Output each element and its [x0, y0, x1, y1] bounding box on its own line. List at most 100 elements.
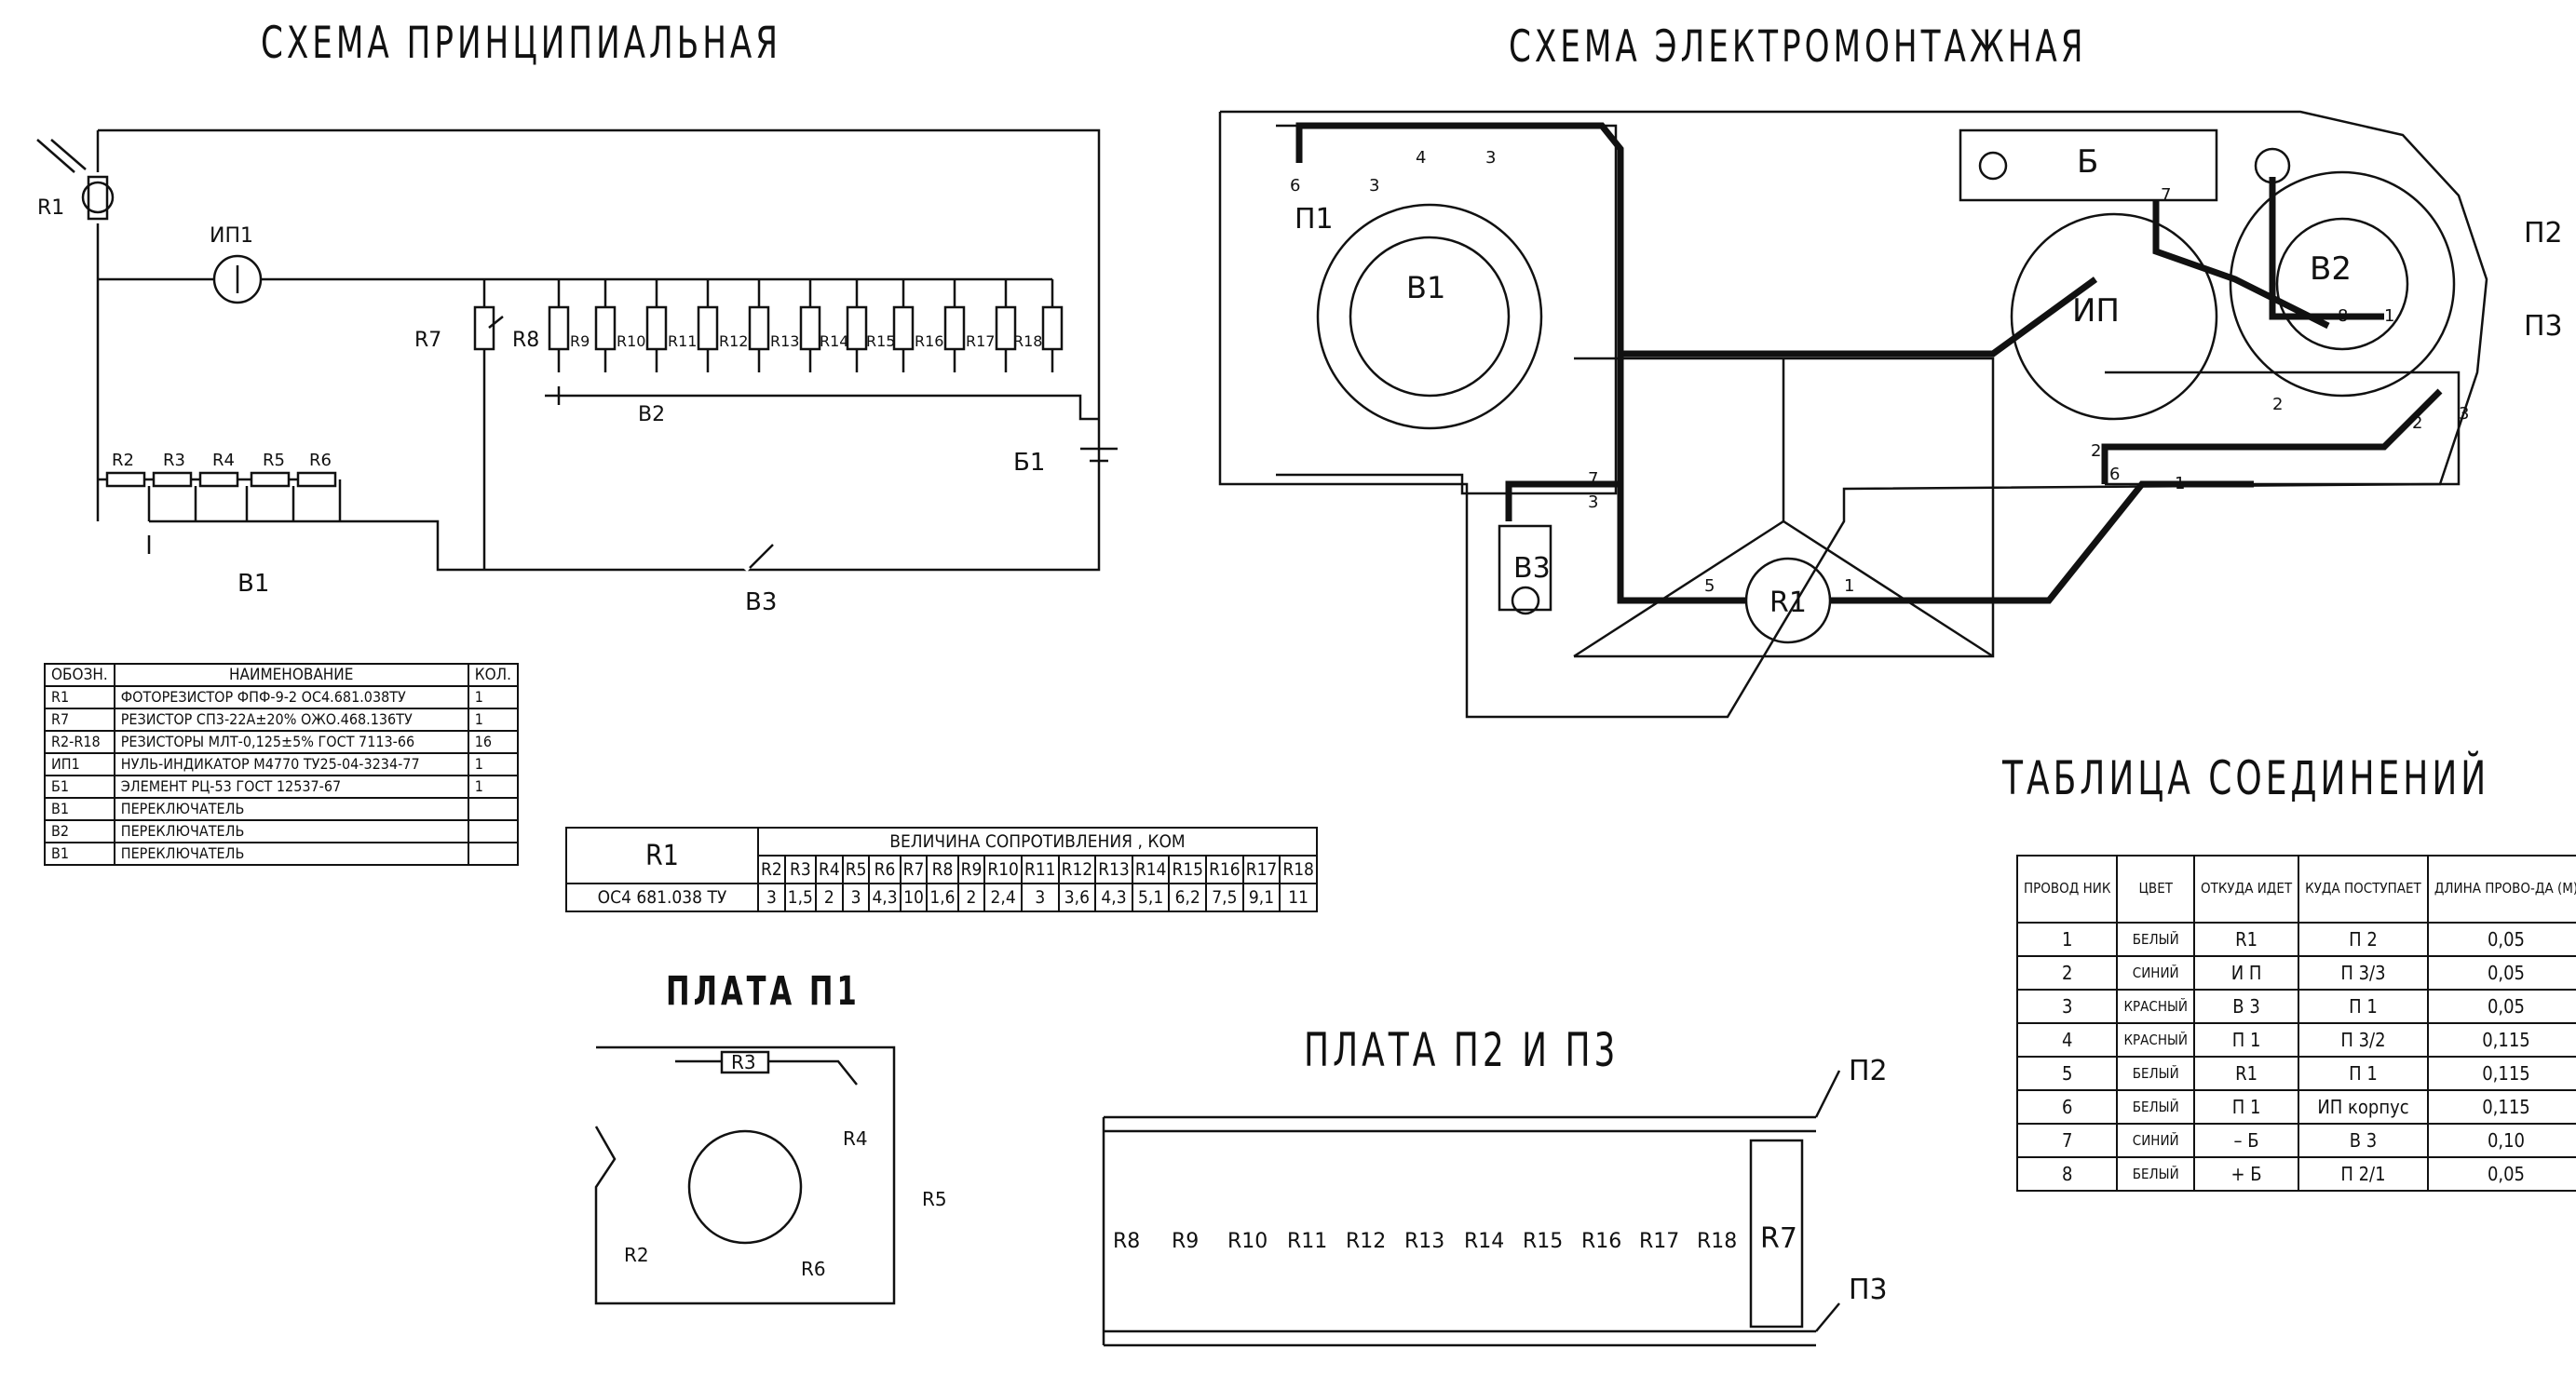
wire-number: 3 — [1369, 176, 1379, 196]
top-resistor-chain — [548, 279, 1064, 372]
board-label-r13: R13 — [1404, 1230, 1444, 1253]
wiring-label-b1: В1 — [1406, 270, 1445, 305]
board-p1-label-r6: R6 — [801, 1258, 826, 1280]
wire-number: 1 — [2384, 306, 2394, 326]
photoresistor-r1-symbol — [87, 175, 109, 221]
principal-label-b1: В1 — [237, 570, 269, 598]
spec-header-designation: ОБОЗН. — [44, 663, 115, 687]
wire-number: 2 — [2412, 413, 2422, 433]
chain-label-r10: R10 — [617, 332, 645, 350]
spec-header-name: НАИМЕНОВАНИЕ — [113, 663, 469, 687]
wire-numbers: 6 3 4 3 7 8 1 2 2 6 1 7 3 5 1 2 3 — [1290, 148, 2469, 596]
board-label-p3: П3 — [1849, 1274, 1888, 1306]
conn-header-length: ДЛИНА ПРОВО-ДА (М) — [2426, 855, 2576, 924]
board-p1-label-r2: R2 — [624, 1244, 649, 1266]
principal-bottom-chain-labels: R2 R3 R4 R5 R6 — [112, 451, 332, 470]
board-label-r18: R18 — [1697, 1230, 1737, 1253]
chain-label-r16: R16 — [915, 332, 943, 350]
wire-number: 6 — [2109, 465, 2120, 484]
chain-label-r14: R14 — [820, 332, 848, 350]
chain-label-r6: R6 — [309, 451, 332, 470]
wire-number: 6 — [1290, 176, 1300, 196]
chain-label-r18: R18 — [1013, 332, 1042, 350]
wire-number: 3 — [1485, 148, 1496, 168]
wire-number: 3 — [1588, 492, 1598, 512]
board-label-r10: R10 — [1227, 1230, 1268, 1253]
chain-label-r11: R11 — [668, 332, 697, 350]
wire-number: 7 — [1588, 469, 1598, 489]
wiring-label-b2: В2 — [2310, 250, 2352, 288]
res-table-name: R1 — [565, 827, 759, 884]
res-table-doc: ОС4 681.038 ТУ — [565, 883, 759, 912]
chain-label-r4: R4 — [212, 451, 235, 470]
wiring-label-p3: П3 — [2524, 310, 2563, 343]
principal-label-b3: В3 — [745, 588, 777, 616]
board-label-r7: R7 — [1760, 1222, 1797, 1255]
chain-label-r17: R17 — [966, 332, 995, 350]
wire-number: 1 — [2175, 474, 2185, 493]
wiring-label-r1: R1 — [1769, 587, 1807, 619]
wiring-schematic-title: СХЕМА ЭЛЕКТРОМОНТАЖНАЯ — [1509, 20, 2087, 72]
board-label-r8: R8 — [1113, 1230, 1140, 1253]
chain-label-r9: R9 — [570, 332, 590, 350]
board-p2p3-drawing — [1102, 1070, 1841, 1347]
board-label-r14: R14 — [1464, 1230, 1504, 1253]
board-p1-drawing — [594, 1045, 896, 1305]
wiring-label-p1: П1 — [1295, 203, 1334, 236]
principal-label-r7: R7 — [414, 329, 441, 352]
board-label-r11: R11 — [1287, 1230, 1327, 1253]
chain-label-r15: R15 — [866, 332, 895, 350]
board-p1-label-r3: R3 — [731, 1051, 756, 1073]
conn-header-color: ЦВЕТ — [2116, 855, 2195, 924]
board-label-r9: R9 — [1172, 1230, 1199, 1253]
wire-number: 1 — [1844, 576, 1854, 596]
wire-number: 2 — [2091, 441, 2101, 461]
connection-table: ПРОВОД НИК ЦВЕТ ОТКУДА ИДЕТ КУДА ПОСТУПА… — [2015, 855, 2576, 1192]
wire-number: 4 — [1416, 148, 1426, 168]
principal-top-chain-labels: R9 R10 R11 R12 R13 R14 R15 R16 R17 R18 — [570, 332, 1042, 350]
wiring-label-battery: Б — [2077, 143, 2098, 181]
board-p1-label-r4: R4 — [843, 1127, 868, 1150]
wire-number: 2 — [2272, 395, 2283, 414]
wiring-schematic — [1218, 110, 2488, 719]
wiring-label-ip: ИП — [2072, 292, 2120, 330]
principal-label-b2: В2 — [638, 403, 665, 426]
chain-label-r3: R3 — [163, 451, 185, 470]
board-label-r12: R12 — [1346, 1230, 1386, 1253]
wires — [1295, 122, 2443, 604]
conn-header-to: КУДА ПОСТУПАЕТ — [2298, 855, 2429, 924]
board-label-r17: R17 — [1639, 1230, 1679, 1253]
wire-number: 5 — [1704, 576, 1715, 596]
chain-label-r13: R13 — [770, 332, 799, 350]
board-p2p3-resistor-labels: R8 R9 R10 R11 R12 R13 R14 R15 R16 R17 R1… — [1113, 1230, 1737, 1253]
chain-label-r12: R12 — [719, 332, 748, 350]
res-table-header: ВЕЛИЧИНА СОПРОТИВЛЕНИЯ , КОМ — [757, 827, 1318, 857]
chain-label-r5: R5 — [263, 451, 285, 470]
principal-schematic — [36, 128, 1118, 573]
connection-table-title: ТАБЛИЦА СОЕДИНЕНИЙ — [2002, 752, 2490, 806]
board-label-r15: R15 — [1523, 1230, 1563, 1253]
principal-label-r8: R8 — [512, 329, 539, 352]
conn-header-from: ОТКУДА ИДЕТ — [2192, 855, 2300, 924]
wire-number: 7 — [2161, 185, 2171, 205]
